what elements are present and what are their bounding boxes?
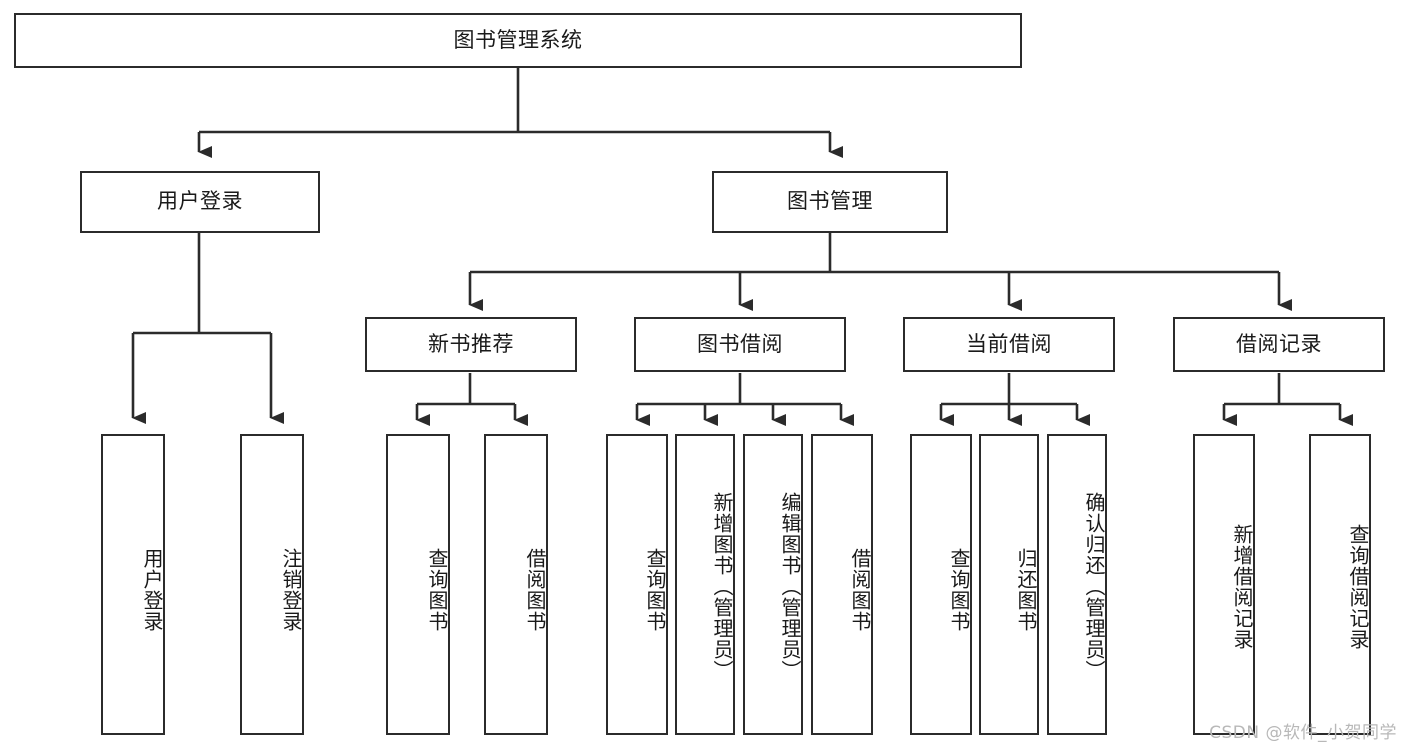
leaf-borrow-edit-book-admin[interactable]: 编辑图书（管理员） [743, 434, 803, 735]
leaf-user-login-logout[interactable]: 注销登录 [240, 434, 304, 735]
node-label: 编辑图书（管理员） [778, 492, 802, 681]
node-label: 归还图书 [1014, 547, 1038, 632]
node-label: 查询借阅记录 [1346, 523, 1370, 650]
node-label: 图书借阅 [697, 331, 783, 356]
node-label: 借阅图书 [848, 547, 872, 632]
node-label: 图书管理系统 [453, 27, 583, 52]
leaf-new-book-query-book[interactable]: 查询图书 [386, 434, 450, 735]
leaf-borrow-query-book[interactable]: 查询图书 [606, 434, 668, 735]
node-label: 查询图书 [947, 547, 971, 632]
leaf-current-return-book[interactable]: 归还图书 [979, 434, 1039, 735]
leaf-current-confirm-return-admin[interactable]: 确认归还（管理员） [1047, 434, 1107, 735]
node-label: 新增借阅记录 [1230, 523, 1254, 650]
node-user-login[interactable]: 用户登录 [80, 171, 320, 233]
node-label: 当前借阅 [966, 331, 1052, 356]
node-label: 借阅记录 [1236, 331, 1322, 356]
leaf-current-query-book[interactable]: 查询图书 [910, 434, 972, 735]
node-borrow-records[interactable]: 借阅记录 [1173, 317, 1385, 372]
leaf-new-book-borrow-book[interactable]: 借阅图书 [484, 434, 548, 735]
node-label: 查询图书 [425, 547, 449, 632]
node-label: 用户登录 [140, 547, 164, 632]
node-label: 用户登录 [157, 189, 243, 214]
node-current-borrow[interactable]: 当前借阅 [903, 317, 1115, 372]
node-new-book-recommend[interactable]: 新书推荐 [365, 317, 577, 372]
leaf-borrow-add-book-admin[interactable]: 新增图书（管理员） [675, 434, 735, 735]
node-label: 借阅图书 [523, 547, 547, 632]
node-label: 注销登录 [279, 547, 303, 632]
node-book-borrow[interactable]: 图书借阅 [634, 317, 846, 372]
leaf-records-query-record[interactable]: 查询借阅记录 [1309, 434, 1371, 735]
node-label: 图书管理 [787, 189, 873, 214]
leaf-records-add-record[interactable]: 新增借阅记录 [1193, 434, 1255, 735]
node-label: 查询图书 [643, 547, 667, 632]
node-label: 新增图书（管理员） [710, 492, 734, 681]
leaf-user-login-login[interactable]: 用户登录 [101, 434, 165, 735]
node-root-book-management-system[interactable]: 图书管理系统 [14, 13, 1022, 68]
node-book-management[interactable]: 图书管理 [712, 171, 948, 233]
node-label: 确认归还（管理员） [1082, 492, 1106, 681]
csdn-watermark: CSDN @软件_小贺同学 [1209, 723, 1397, 743]
leaf-borrow-borrow-book[interactable]: 借阅图书 [811, 434, 873, 735]
node-label: 新书推荐 [428, 331, 514, 356]
